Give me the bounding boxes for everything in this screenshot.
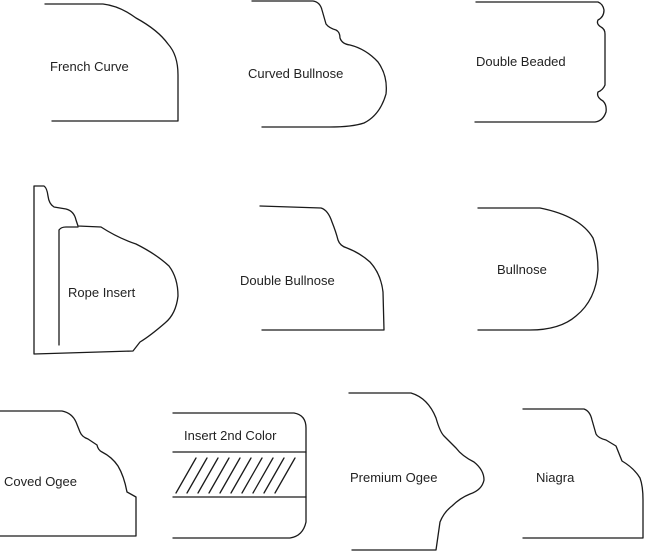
- profile-bullnose: Bullnose: [477, 207, 599, 331]
- bullnose-label: Bullnose: [497, 262, 547, 277]
- hatch-line: [219, 457, 241, 494]
- profile-insert-2nd-color: Insert 2nd Color: [172, 412, 307, 539]
- profile-premium-ogee: Premium Ogee: [348, 392, 485, 551]
- rope-insert-label: Rope Insert: [68, 285, 136, 300]
- rope-insert-inner-outline: [58, 226, 79, 346]
- profile-rope-insert: Rope Insert: [33, 185, 179, 355]
- hatch-line: [252, 457, 274, 494]
- hatch-line: [263, 457, 285, 494]
- coved-ogee-label: Coved Ogee: [4, 474, 77, 489]
- hatch-line: [186, 457, 208, 494]
- hatch-line: [175, 457, 197, 494]
- hatch-line: [230, 457, 252, 494]
- profile-coved-ogee: Coved Ogee: [0, 410, 137, 537]
- double-beaded-label: Double Beaded: [476, 54, 566, 69]
- niagra-outline: [522, 408, 644, 539]
- french-curve-outline: [44, 3, 179, 122]
- double-beaded-outline: [474, 1, 607, 123]
- hatch-line: [197, 457, 219, 494]
- hatch-line: [208, 457, 230, 494]
- insert-hatch-lines: [175, 457, 296, 494]
- profile-niagra: Niagra: [522, 408, 644, 539]
- bullnose-outline: [477, 207, 599, 331]
- niagra-label: Niagra: [536, 470, 575, 485]
- curved-bullnose-label: Curved Bullnose: [248, 66, 343, 81]
- hatch-line: [274, 457, 296, 494]
- coved-ogee-outline: [0, 410, 137, 537]
- double-bullnose-outline: [259, 205, 385, 331]
- insert-2nd-color-outline: [172, 412, 307, 539]
- french-curve-label: French Curve: [50, 59, 129, 74]
- double-bullnose-label: Double Bullnose: [240, 273, 335, 288]
- premium-ogee-label: Premium Ogee: [350, 470, 437, 485]
- insert-2nd-color-label: Insert 2nd Color: [184, 428, 277, 443]
- profile-french-curve: French Curve: [44, 3, 179, 122]
- hatch-line: [241, 457, 263, 494]
- profile-curved-bullnose: Curved Bullnose: [248, 0, 387, 128]
- premium-ogee-outline: [348, 392, 485, 551]
- curved-bullnose-outline: [251, 0, 387, 128]
- profile-double-beaded: Double Beaded: [474, 1, 607, 123]
- profile-double-bullnose: Double Bullnose: [240, 205, 385, 331]
- rope-insert-outer-outline: [33, 185, 179, 355]
